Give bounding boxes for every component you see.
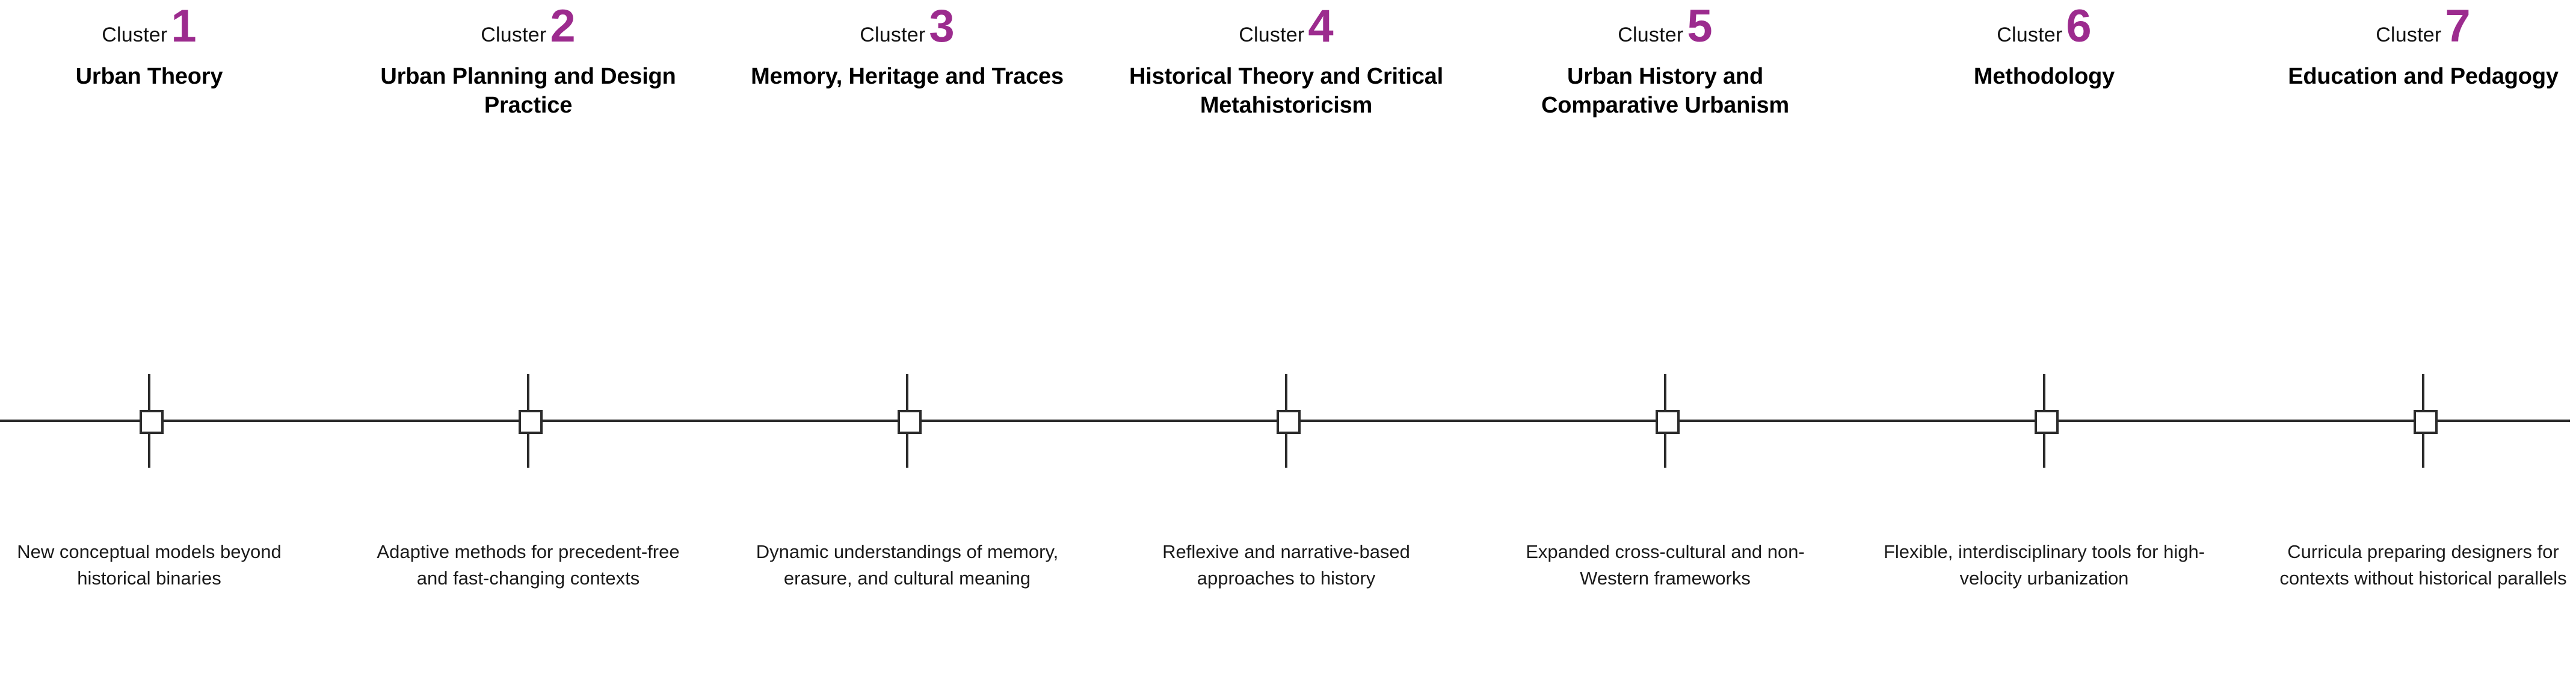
tick-mark-4 bbox=[1285, 374, 1287, 468]
cluster-column-7: Cluster7 Education and Pedagogy Curricul… bbox=[2255, 0, 2576, 688]
tick-mark-5 bbox=[1664, 374, 1666, 468]
cluster-label-5: Cluster5 bbox=[1497, 4, 1834, 49]
cluster-description-4: Reflexive and narrative-based approaches… bbox=[1162, 541, 1410, 589]
tick-mark-6 bbox=[2043, 374, 2045, 468]
timeline-marker-4 bbox=[1277, 410, 1301, 434]
cluster-column-1: Cluster1 Urban Theory New conceptual mod… bbox=[0, 0, 318, 688]
cluster-title-3: Memory, Heritage and Traces bbox=[751, 64, 1064, 89]
cluster-word-5: Cluster bbox=[1618, 23, 1684, 46]
cluster-description-1: New conceptual models beyond historical … bbox=[17, 541, 282, 589]
timeline-marker-1 bbox=[140, 410, 164, 434]
cluster-number-7: 7 bbox=[2445, 1, 2471, 52]
cluster-number-1: 1 bbox=[171, 1, 197, 52]
cluster-column-6: Cluster6 Methodology Flexible, interdisc… bbox=[1876, 0, 2213, 688]
cluster-word-7: Cluster bbox=[2376, 23, 2442, 46]
cluster-title-2: Urban Planning and Design Practice bbox=[380, 64, 676, 118]
cluster-description-6: Flexible, interdisciplinary tools for hi… bbox=[1883, 541, 2205, 589]
tick-mark-7 bbox=[2422, 374, 2424, 468]
tick-mark-3 bbox=[906, 374, 908, 468]
cluster-column-5: Cluster5 Urban History and Comparative U… bbox=[1497, 0, 1834, 688]
cluster-title-5: Urban History and Comparative Urbanism bbox=[1541, 64, 1789, 118]
cluster-column-2: Cluster2 Urban Planning and Design Pract… bbox=[360, 0, 697, 688]
cluster-number-4: 4 bbox=[1308, 1, 1334, 52]
cluster-column-3: Cluster3 Memory, Heritage and Traces Dyn… bbox=[739, 0, 1076, 688]
cluster-label-2: Cluster2 bbox=[360, 4, 697, 49]
timeline-marker-6 bbox=[2035, 410, 2059, 434]
cluster-label-1: Cluster1 bbox=[0, 4, 318, 49]
cluster-word-4: Cluster bbox=[1239, 23, 1305, 46]
cluster-label-7: Cluster7 bbox=[2255, 4, 2576, 49]
cluster-word-2: Cluster bbox=[481, 23, 547, 46]
cluster-title-7: Education and Pedagogy bbox=[2288, 64, 2559, 89]
cluster-number-6: 6 bbox=[2066, 1, 2092, 52]
cluster-number-3: 3 bbox=[929, 1, 955, 52]
cluster-title-4: Historical Theory and Critical Metahisto… bbox=[1129, 64, 1443, 118]
timeline-marker-2 bbox=[519, 410, 543, 434]
cluster-word-3: Cluster bbox=[860, 23, 926, 46]
cluster-label-4: Cluster4 bbox=[1118, 4, 1455, 49]
cluster-word-6: Cluster bbox=[1997, 23, 2063, 46]
cluster-number-2: 2 bbox=[550, 1, 576, 52]
tick-mark-1 bbox=[148, 374, 150, 468]
timeline-marker-3 bbox=[898, 410, 922, 434]
timeline-marker-5 bbox=[1656, 410, 1680, 434]
cluster-description-2: Adaptive methods for precedent-free and … bbox=[377, 541, 680, 589]
tick-mark-2 bbox=[527, 374, 529, 468]
cluster-label-6: Cluster6 bbox=[1876, 4, 2213, 49]
cluster-title-1: Urban Theory bbox=[75, 64, 223, 89]
cluster-label-3: Cluster3 bbox=[739, 4, 1076, 49]
cluster-description-7: Curricula preparing designers for contex… bbox=[2279, 541, 2567, 589]
cluster-column-4: Cluster4 Historical Theory and Critical … bbox=[1118, 0, 1455, 688]
cluster-title-6: Methodology bbox=[1973, 64, 2115, 89]
cluster-description-3: Dynamic understandings of memory, erasur… bbox=[756, 541, 1059, 589]
cluster-word-1: Cluster bbox=[102, 23, 168, 46]
cluster-number-5: 5 bbox=[1687, 1, 1713, 52]
cluster-description-5: Expanded cross-cultural and non-Western … bbox=[1526, 541, 1805, 589]
timeline-marker-7 bbox=[2414, 410, 2438, 434]
